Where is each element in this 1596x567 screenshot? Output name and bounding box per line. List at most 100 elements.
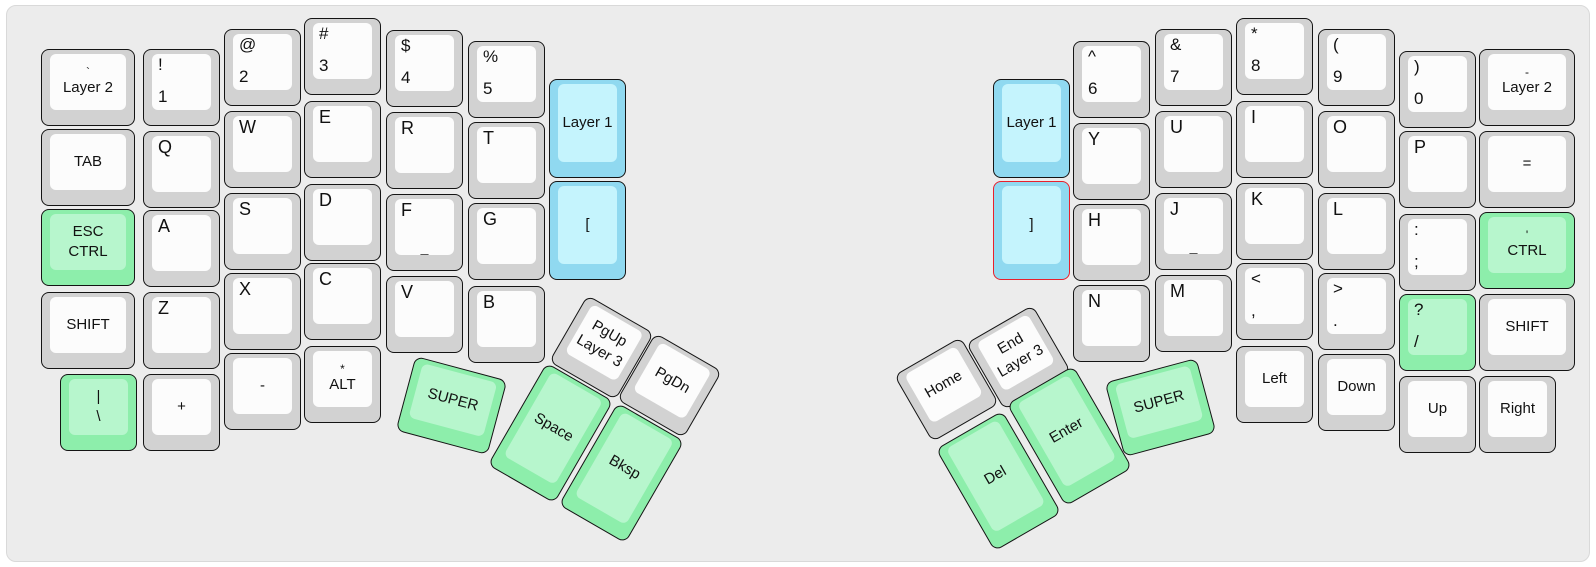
keycap-surface: |\ [69, 379, 128, 435]
key-arrow-up[interactable]: Up [1399, 376, 1476, 453]
key-dollar-4[interactable]: $4 [386, 30, 463, 107]
key-h[interactable]: H [1073, 204, 1150, 281]
key-legend: Q [152, 136, 211, 192]
key-paren-9[interactable]: (9 [1318, 29, 1395, 106]
keycap-surface: <, [1245, 268, 1304, 324]
legend-text: @ [239, 35, 257, 54]
key-hash-3[interactable]: #3 [304, 18, 381, 95]
key-g[interactable]: G [468, 203, 545, 280]
legend-text: / [1414, 332, 1419, 351]
key-legend: #3 [313, 23, 372, 79]
legend-text: F [401, 200, 412, 220]
key-d[interactable]: D [304, 184, 381, 261]
key-legend: $4 [395, 35, 454, 91]
key-arrow-down[interactable]: Down [1318, 354, 1395, 431]
key-p[interactable]: P [1399, 131, 1476, 208]
key-paren-0[interactable]: )0 [1399, 51, 1476, 128]
key-arrow-left[interactable]: Left [1236, 346, 1313, 423]
key-asterisk-alt[interactable]: *ALT [304, 346, 381, 423]
key-legend: N [1082, 290, 1141, 346]
key-exclam-1[interactable]: !1 [143, 49, 220, 126]
key-legend: B [477, 291, 536, 347]
key-f[interactable]: _F [386, 194, 463, 271]
legend-text: ALT [329, 376, 356, 394]
key-w[interactable]: W [224, 111, 301, 188]
key-left-bracket[interactable]: [ [549, 181, 626, 280]
key-legend: E [313, 106, 372, 162]
key-colon-semicolon[interactable]: :; [1399, 214, 1476, 291]
key-less-comma[interactable]: <, [1236, 263, 1313, 340]
key-equals[interactable]: = [1479, 131, 1575, 208]
key-grave-layer2-left[interactable]: `Layer 2 [41, 49, 135, 126]
key-tab[interactable]: TAB [41, 129, 135, 206]
key-layer1-left[interactable]: Layer 1 [549, 79, 626, 178]
key-legend: K [1245, 188, 1304, 244]
key-e[interactable]: E [304, 101, 381, 178]
legend-text: * [1251, 24, 1258, 43]
key-legend: TAB [50, 134, 126, 190]
key-r[interactable]: R [386, 112, 463, 189]
key-asterisk-8[interactable]: *8 [1236, 18, 1313, 95]
key-u[interactable]: U [1155, 111, 1232, 188]
legend-text: Y [1088, 129, 1101, 149]
keycap-surface: >. [1327, 278, 1386, 334]
key-greater-period[interactable]: >. [1318, 273, 1395, 350]
legend-text: 3 [319, 56, 329, 75]
key-legend: !1 [152, 54, 211, 110]
key-percent-5[interactable]: %5 [468, 41, 545, 118]
key-c[interactable]: C [304, 263, 381, 340]
key-legend: M [1164, 280, 1223, 336]
key-quote-ctrl[interactable]: 'CTRL [1479, 212, 1575, 289]
key-super-right[interactable]: SUPER [1104, 358, 1217, 457]
legend-text: < [1251, 269, 1261, 288]
key-minus-layer2-right[interactable]: -Layer 2 [1479, 49, 1575, 126]
key-at-2[interactable]: @2 [224, 29, 301, 106]
legend-text: T [483, 128, 494, 148]
key-a[interactable]: A [143, 210, 220, 287]
key-caret-6[interactable]: ^6 [1073, 41, 1150, 118]
keycap-surface: M [1164, 280, 1223, 336]
key-minus-left[interactable]: - [224, 353, 301, 430]
key-m[interactable]: M [1155, 275, 1232, 352]
key-t[interactable]: T [468, 122, 545, 199]
legend-text: \ [96, 407, 101, 425]
key-y[interactable]: Y [1073, 123, 1150, 200]
key-s[interactable]: S [224, 193, 301, 270]
key-arrow-right[interactable]: Right [1479, 376, 1556, 453]
key-shift-right[interactable]: SHIFT [1479, 294, 1575, 371]
keycap-surface: ] [1002, 186, 1061, 264]
key-shift-left[interactable]: SHIFT [41, 292, 135, 369]
key-q[interactable]: Q [143, 131, 220, 208]
key-pipe-backslash[interactable]: |\ [60, 374, 137, 451]
legend-text: Layer 1 [1006, 113, 1057, 131]
legend-text: SHIFT [66, 315, 110, 333]
key-o[interactable]: O [1318, 111, 1395, 188]
keycap-surface: W [233, 116, 292, 172]
key-layer1-right[interactable]: Layer 1 [993, 79, 1070, 178]
legend-text: J [1170, 199, 1179, 219]
key-x[interactable]: X [224, 273, 301, 350]
key-i[interactable]: I [1236, 101, 1313, 178]
keycap-surface: _J [1164, 198, 1223, 254]
key-n[interactable]: N [1073, 285, 1150, 362]
key-j[interactable]: _J [1155, 193, 1232, 270]
legend-text: ' [1525, 228, 1529, 243]
legend-text: TAB [73, 152, 103, 170]
key-amp-7[interactable]: &7 [1155, 29, 1232, 106]
legend-text: ESC [72, 222, 104, 240]
legend-text: : [1414, 220, 1419, 239]
key-right-bracket[interactable]: ] [993, 181, 1070, 280]
keycap-surface: *8 [1245, 23, 1304, 79]
key-l[interactable]: L [1318, 193, 1395, 270]
key-super-left[interactable]: SUPER [395, 356, 508, 455]
key-b[interactable]: B [468, 286, 545, 363]
legend-text: Down [1337, 377, 1376, 395]
key-z[interactable]: Z [143, 292, 220, 369]
key-question-slash[interactable]: ?/ [1399, 294, 1476, 371]
key-k[interactable]: K [1236, 183, 1313, 260]
key-v[interactable]: V [386, 276, 463, 353]
key-plus[interactable]: + [143, 374, 220, 451]
